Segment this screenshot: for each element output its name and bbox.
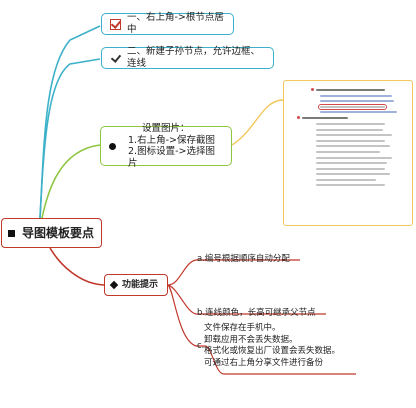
square-bullet-icon [8,229,15,237]
thumb-line [315,184,386,187]
branch-node-3-line-2: 2.图标设置->选择图片 [128,146,215,169]
thumb-line [320,100,395,103]
thumb-line [315,150,381,153]
function-node-label: 功能提示 [122,280,159,290]
thumb-line [315,156,393,159]
branch-node-3[interactable]: 设置图片： 1.右上角->保存截图 2.图标设置->选择图片 [100,123,232,169]
branch-node-1[interactable]: 一、右上角->根节点居中 [101,12,234,35]
diamond-icon [109,280,119,290]
root-node-label: 导图模板要点 [22,226,95,240]
thumb-line [315,162,388,165]
branch-node-3-text: 设置图片： 1.右上角->保存截图 2.图标设置->选择图片 [128,123,223,169]
thumb-line [315,134,393,137]
thumb-line [310,87,386,91]
thumb-line [315,178,376,181]
thumb-line [318,103,388,110]
thumb-dot-icon [296,115,300,119]
check-icon [110,53,121,64]
thumb-line [315,139,386,142]
leaf-node-c-text[interactable]: 文件保存在手机中。 卸载应用不会丢失数据。 格式化或恢复出厂设置会丢失数据。 可… [204,323,341,368]
thumb-line [315,145,390,148]
function-node[interactable]: 功能提示 [104,274,168,296]
branch-node-2-label: 二、新建子孙节点，允许边框、连线 [127,46,261,69]
thumb-line [315,128,383,131]
checkbox-icon [110,18,121,30]
bullet-dot-icon [109,142,116,150]
leaf-node-c-label[interactable]: c. [197,341,205,351]
leaf-node-a[interactable]: a.编号根据顺序自动分配 [197,254,290,264]
branch-node-2[interactable]: 二、新建子孙节点，允许边框、连线 [101,46,274,69]
thumb-line [315,122,386,125]
thumb-line [315,173,390,176]
image-thumbnail[interactable] [283,80,413,226]
branch-node-1-label: 一、右上角->根节点居中 [127,12,224,35]
thumb-line [315,167,386,170]
thumb-line [320,111,397,114]
thumb-line [296,115,348,120]
leaf-node-b[interactable]: b.连线颜色，长高可继承父节点 [197,308,316,318]
thumb-dot-icon [310,87,314,91]
root-node[interactable]: 导图模板要点 [1,218,102,248]
branch-node-3-line-1: 1.右上角->保存截图 [128,134,215,146]
branch-node-3-title: 设置图片： [142,123,190,134]
thumb-line [320,94,393,97]
